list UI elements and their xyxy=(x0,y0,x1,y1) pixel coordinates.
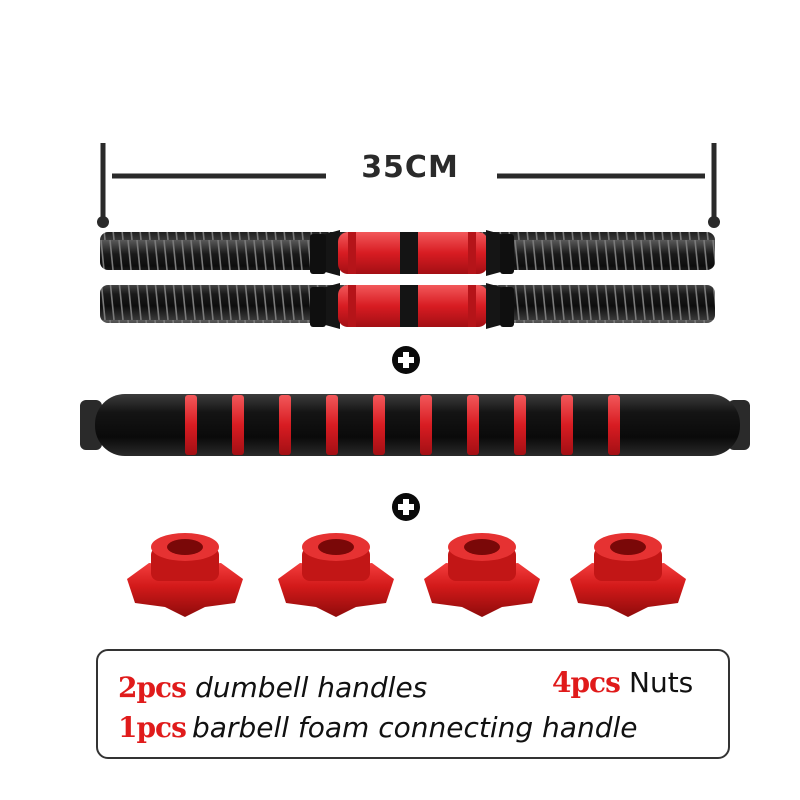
text-nuts: Nuts xyxy=(629,666,694,699)
plus-icon xyxy=(392,346,420,374)
dimension-label: 35CM xyxy=(361,150,459,185)
nut xyxy=(570,533,686,617)
nut xyxy=(127,533,243,617)
nut xyxy=(424,533,540,617)
nut xyxy=(278,533,394,617)
plus-icon xyxy=(392,493,420,521)
caption-box: 2pcs dumbell handles 4pcs Nuts 1pcs barb… xyxy=(96,649,730,759)
qty-foam-handle: 1pcs xyxy=(118,711,187,744)
qty-dumbbell-handles: 2pcs xyxy=(118,671,187,704)
text-dumbbell-handles: dumbell handles xyxy=(195,671,428,704)
dimension-line xyxy=(97,143,720,228)
text-foam-handle: barbell foam connecting handle xyxy=(192,711,638,744)
dumbbell-handle xyxy=(100,283,715,329)
foam-connecting-handle xyxy=(80,394,750,456)
dumbbell-handle xyxy=(100,230,715,276)
qty-nuts: 4pcs xyxy=(552,666,621,699)
